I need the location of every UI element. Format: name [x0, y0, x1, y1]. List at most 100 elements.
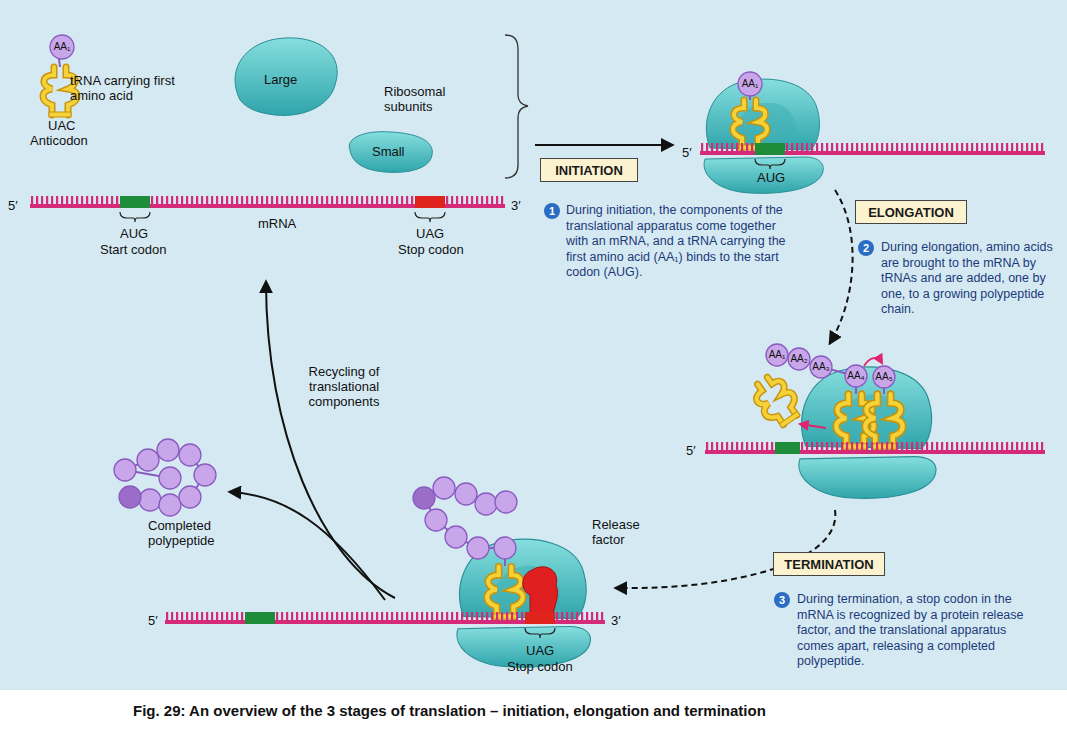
codon-brace — [120, 212, 150, 222]
ribosome — [799, 367, 936, 498]
amino-acid-label: AA₅ — [869, 370, 899, 384]
release-arrow — [230, 492, 385, 600]
recycling-arrow — [266, 282, 395, 598]
polypeptide-chain — [413, 487, 435, 509]
release-factor-label: Release factor — [592, 517, 652, 547]
mrna-strand — [525, 612, 555, 624]
polypeptide-chain — [494, 537, 516, 559]
completed-polypeptide — [194, 464, 216, 486]
anticodon-sequence: UAC — [48, 118, 75, 133]
trna — [865, 394, 902, 449]
completed-polypeptide — [159, 467, 181, 489]
mrna-strand — [705, 442, 1045, 450]
mrna-strand — [705, 450, 1045, 454]
ribosome — [704, 79, 823, 193]
trna-label: tRNA carrying first amino acid — [70, 73, 178, 103]
stage-box: TERMINATION — [773, 552, 885, 576]
completed-polypeptide — [179, 486, 201, 508]
polypeptide-chain — [475, 493, 497, 515]
amino-acid-label: AA₁ — [735, 77, 765, 91]
mrna-strand — [775, 442, 800, 454]
callout-number: 2 — [858, 241, 874, 255]
polypeptide-chain — [413, 477, 517, 559]
step-description: During elongation, amino acids are broug… — [881, 240, 1059, 318]
strand-end: 5′ — [148, 613, 158, 628]
molecule-label: mRNA — [258, 216, 296, 231]
stage-box: ELONGATION — [855, 200, 967, 224]
callout-circle — [774, 592, 790, 608]
mrna-strand — [700, 151, 1045, 155]
callout-circle — [858, 240, 874, 256]
polypeptide-chain — [433, 477, 455, 499]
completed-polypeptide — [137, 449, 159, 471]
trna — [749, 371, 806, 431]
strand-end: 3′ — [611, 613, 621, 628]
completed-polypeptide — [179, 444, 201, 466]
stage-label: ELONGATION — [868, 205, 954, 220]
polypeptide-chain — [425, 509, 447, 531]
completed-polypeptide — [159, 494, 181, 516]
mrna-strand — [245, 612, 275, 624]
codon-label: Start codon — [100, 242, 167, 257]
completed-polypeptide — [139, 489, 161, 511]
amino-acid-label: AA₄ — [841, 369, 871, 383]
amino-acid-label: AA₁ — [47, 40, 77, 54]
recycling-label: Recycling of translational components — [294, 364, 394, 409]
subunit-label: Small — [372, 144, 405, 159]
flow-arrow — [830, 190, 853, 343]
mrna-strand — [755, 143, 785, 155]
bond-line — [59, 59, 60, 67]
mrna-strand — [705, 442, 1045, 454]
codon-sequence: AUG — [757, 170, 785, 185]
background-panel — [0, 0, 1067, 690]
polypeptide-chain — [455, 483, 477, 505]
mrna-strand — [120, 196, 150, 208]
mrna-strand — [30, 196, 505, 208]
step-description: During termination, a stop codon in the … — [797, 592, 1029, 670]
polypeptide-label: Completed polypeptide — [148, 518, 230, 548]
mrna-strand — [165, 612, 605, 624]
stage-label: INITIATION — [555, 163, 623, 178]
bond-arrow — [864, 358, 882, 366]
codon-brace — [415, 212, 445, 222]
free-large-subunit — [235, 38, 337, 116]
free-large-subunit — [235, 38, 337, 116]
figure-caption: Fig. 29: An overview of the 3 stages of … — [133, 702, 766, 720]
codon-sequence: UAG — [526, 643, 554, 658]
flow-arrow — [535, 144, 672, 146]
free-small-subunit — [349, 132, 432, 173]
amino-acid-label: AA₃ — [806, 360, 836, 374]
bracket — [505, 35, 528, 178]
strand-end: 5′ — [682, 145, 692, 160]
codon-label: Stop codon — [398, 242, 464, 257]
stage-label: TERMINATION — [784, 557, 873, 572]
amino-acid-label: AA₁ — [762, 348, 792, 362]
release-factor — [523, 567, 558, 617]
amino-acid-label: AA₂ — [784, 352, 814, 366]
trna — [733, 100, 767, 150]
exit-arrow — [800, 424, 826, 428]
completed-polypeptide — [114, 459, 136, 481]
strand-end: 5′ — [686, 443, 696, 458]
strand-end: 3′ — [511, 198, 521, 213]
step-description: During initiation, the components of the… — [566, 203, 790, 281]
callout-number: 3 — [774, 593, 790, 607]
mrna-strand — [700, 143, 1045, 155]
mrna-strand — [700, 143, 1045, 151]
mrna-strand — [415, 196, 445, 208]
free-small-subunit — [349, 132, 432, 173]
subunits-label: Ribosomal subunits — [384, 84, 464, 114]
callout-circle — [544, 203, 560, 219]
codon-sequence: UAG — [416, 226, 444, 241]
polypeptide-chain — [445, 526, 467, 548]
completed-polypeptide — [119, 486, 141, 508]
anticodon-label: Anticodon — [30, 133, 88, 148]
codon-sequence: AUG — [120, 226, 148, 241]
completed-polypeptide — [114, 439, 216, 516]
flow-arrow — [616, 510, 835, 588]
codon-brace — [525, 628, 555, 638]
polypeptide-chain — [467, 537, 489, 559]
trna — [487, 567, 523, 620]
